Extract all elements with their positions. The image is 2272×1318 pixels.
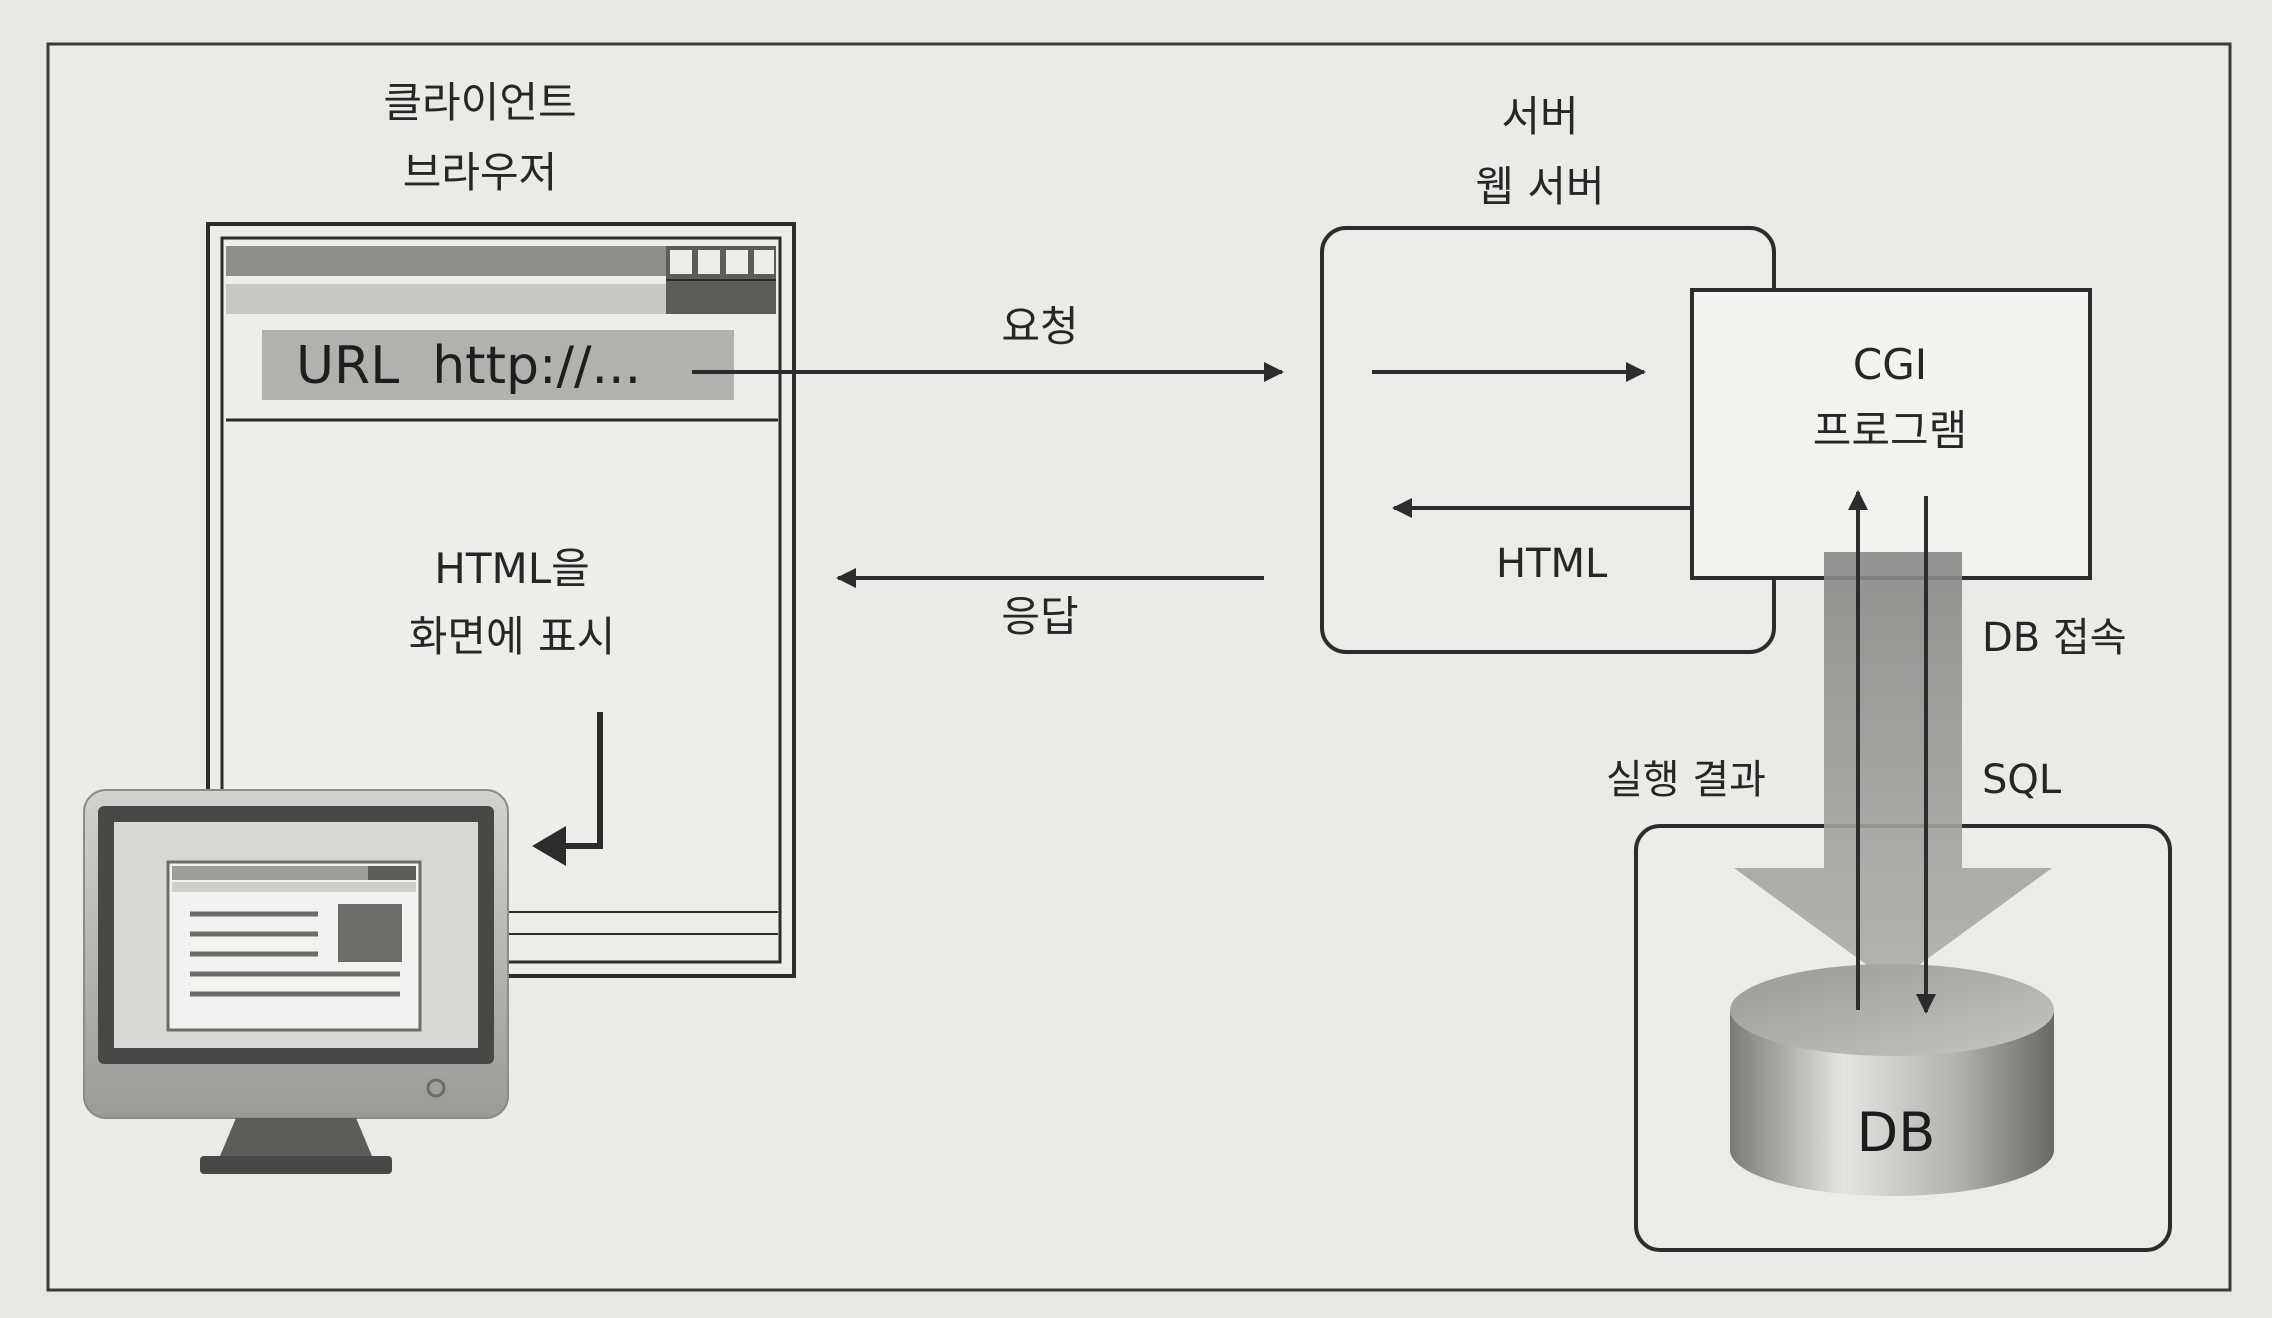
- display-line1: HTML을: [434, 544, 590, 593]
- client-title-line1: 클라이언트: [383, 78, 577, 127]
- wide-down-arrow: [1734, 552, 2052, 984]
- url-bar[interactable]: [262, 330, 734, 400]
- server-title-line2: 웹 서버: [1475, 162, 1605, 211]
- result-label: 실행 결과: [1606, 757, 1766, 803]
- browser-toolbar: [226, 284, 666, 314]
- display-arrow: [552, 712, 603, 849]
- db-connect-label: DB 접속: [1982, 615, 2127, 661]
- html-return-label: HTML: [1496, 541, 1608, 587]
- database-cylinder-icon: [1730, 964, 2054, 1196]
- url-text[interactable]: URL http://...: [296, 336, 642, 396]
- cgi-label-line1: CGI: [1852, 340, 1928, 389]
- db-label: DB: [1856, 1101, 1936, 1164]
- display-line2: 화면에 표시: [408, 612, 616, 661]
- monitor-icon: [83, 789, 509, 1174]
- cgi-label-line2: 프로그램: [1812, 406, 1968, 455]
- request-label: 요청: [1001, 302, 1079, 351]
- browser-titlebar: [226, 246, 666, 276]
- response-label: 응답: [1001, 592, 1079, 641]
- server-title-line1: 서버: [1501, 92, 1579, 141]
- window-buttons-icon: [666, 246, 776, 314]
- sql-label: SQL: [1982, 757, 2062, 803]
- cgi-program-box: [1690, 288, 2092, 580]
- client-title-line2: 브라우저: [402, 148, 558, 197]
